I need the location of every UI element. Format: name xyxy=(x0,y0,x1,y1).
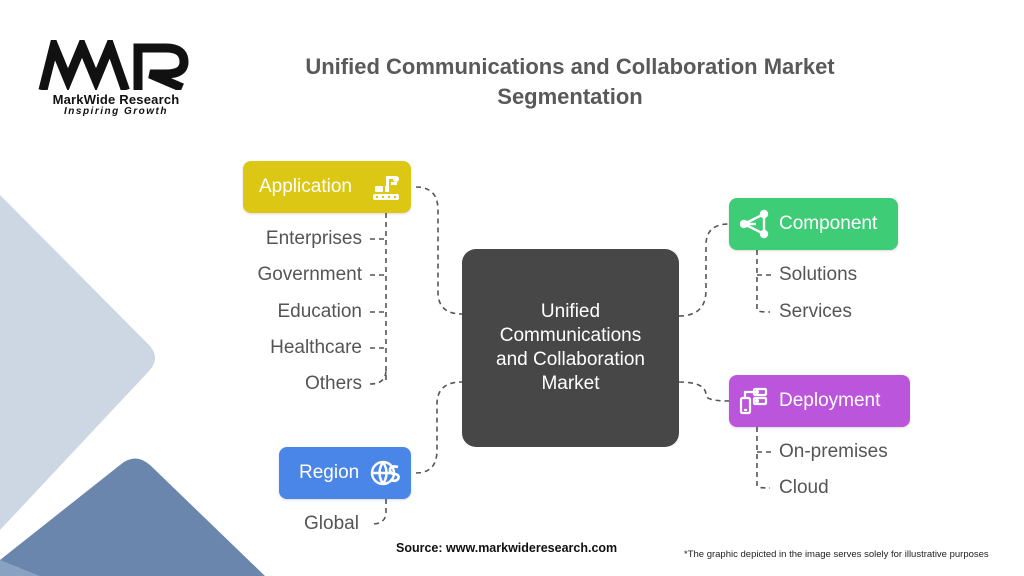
item-enterprises: Enterprises xyxy=(265,228,362,249)
item-others: Others xyxy=(304,373,362,394)
item-solutions: Solutions xyxy=(779,264,858,285)
segment-region-label: Region xyxy=(299,462,360,483)
segment-application: Application xyxy=(243,161,411,213)
connector-region-items xyxy=(371,499,387,525)
tick-others xyxy=(369,369,387,385)
segment-component: Component xyxy=(729,198,898,250)
connector-component-items xyxy=(756,250,771,313)
title-line-2: Segmentation xyxy=(497,84,643,109)
center-line-4: Market xyxy=(541,373,600,394)
center-line-1: Unified xyxy=(540,301,601,322)
mwr-logo-mark xyxy=(38,40,189,90)
item-healthcare: Healthcare xyxy=(270,337,362,358)
disclaimer-note: *The graphic depicted in the image serve… xyxy=(684,549,989,560)
center-line-3: and Collaboration xyxy=(496,349,645,370)
connector-deployment-items xyxy=(756,427,771,489)
brand-logo: MarkWide Research Inspiring Growth xyxy=(38,40,194,117)
item-global: Global xyxy=(304,513,359,534)
connector-region-center xyxy=(415,381,463,474)
item-services: Services xyxy=(779,301,852,322)
segment-deployment-label: Deployment xyxy=(779,390,881,411)
globe-dollar-icon xyxy=(370,460,400,486)
connector-application-center xyxy=(415,186,463,315)
source-credit: Source: www.markwideresearch.com xyxy=(396,541,618,555)
segment-application-label: Application xyxy=(259,176,352,197)
brand-tagline: Inspiring Growth xyxy=(64,106,168,117)
brand-name: MarkWide Research xyxy=(52,92,180,107)
item-education: Education xyxy=(277,301,362,322)
title-line-1: Unified Communications and Collaboration… xyxy=(305,54,835,79)
mobile-server-icon xyxy=(739,387,768,415)
item-government: Government xyxy=(257,264,362,285)
connector-deployment-center xyxy=(678,381,730,402)
robotic-arm-icon xyxy=(373,176,399,200)
network-triangle-icon xyxy=(740,209,769,239)
center-line-2: Communications xyxy=(499,325,642,346)
center-topic-text: Unified Communications and Collaboration… xyxy=(476,300,666,396)
segment-region: Region xyxy=(279,447,411,499)
item-on-premises: On-premises xyxy=(779,441,888,462)
page-title: Unified Communications and Collaboration… xyxy=(260,52,880,112)
connector-component-center xyxy=(678,223,730,317)
center-topic-box: Unified Communications and Collaboration… xyxy=(462,249,679,447)
item-cloud: Cloud xyxy=(779,477,829,498)
segment-deployment: Deployment xyxy=(729,375,910,427)
segment-component-label: Component xyxy=(779,213,878,234)
